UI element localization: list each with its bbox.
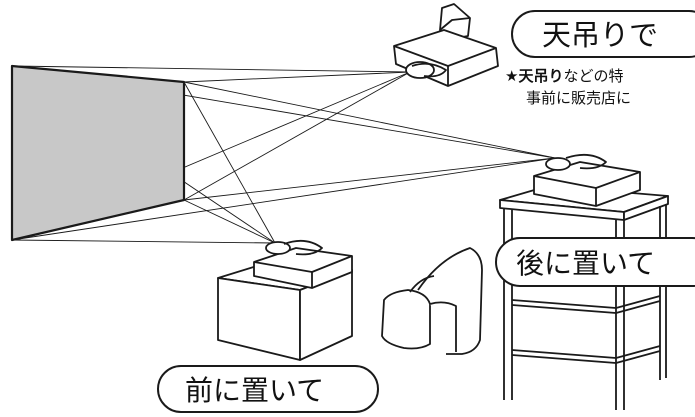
rear-projector-lens (545, 157, 571, 171)
label-ceiling-pill (511, 10, 695, 58)
rear-projector (533, 153, 641, 207)
projection-screen (10, 64, 186, 242)
label-front-text: 前に置いて (185, 374, 324, 407)
front-projector (253, 239, 353, 289)
svg-text:★天吊りなどの特: ★天吊りなどの特 (505, 67, 623, 85)
label-front-pill (157, 365, 379, 413)
label-rear-text: 後に置いて (516, 247, 655, 280)
label-ceiling: 天吊りで (511, 10, 695, 58)
front-projector-lens (265, 241, 291, 255)
ceiling-projector (393, 3, 499, 87)
ceiling-note: ★天吊りなどの特 事前に販売店に (505, 67, 631, 107)
note-rest: などの特 (563, 67, 623, 85)
note-star: ★ (505, 67, 518, 85)
label-rear: 後に置いて (495, 237, 695, 287)
armchair (381, 247, 483, 355)
note-line2: 事前に販売店に (526, 89, 631, 107)
label-ceiling-text: 天吊りで (542, 18, 658, 52)
rear-shelf (499, 185, 669, 410)
ceiling-projector-body (393, 29, 499, 87)
screen-surface (10, 64, 186, 242)
label-front: 前に置いて (157, 365, 379, 413)
label-rear-pill (495, 237, 695, 287)
note-bold: 天吊り (518, 67, 563, 85)
front-table (217, 261, 353, 361)
